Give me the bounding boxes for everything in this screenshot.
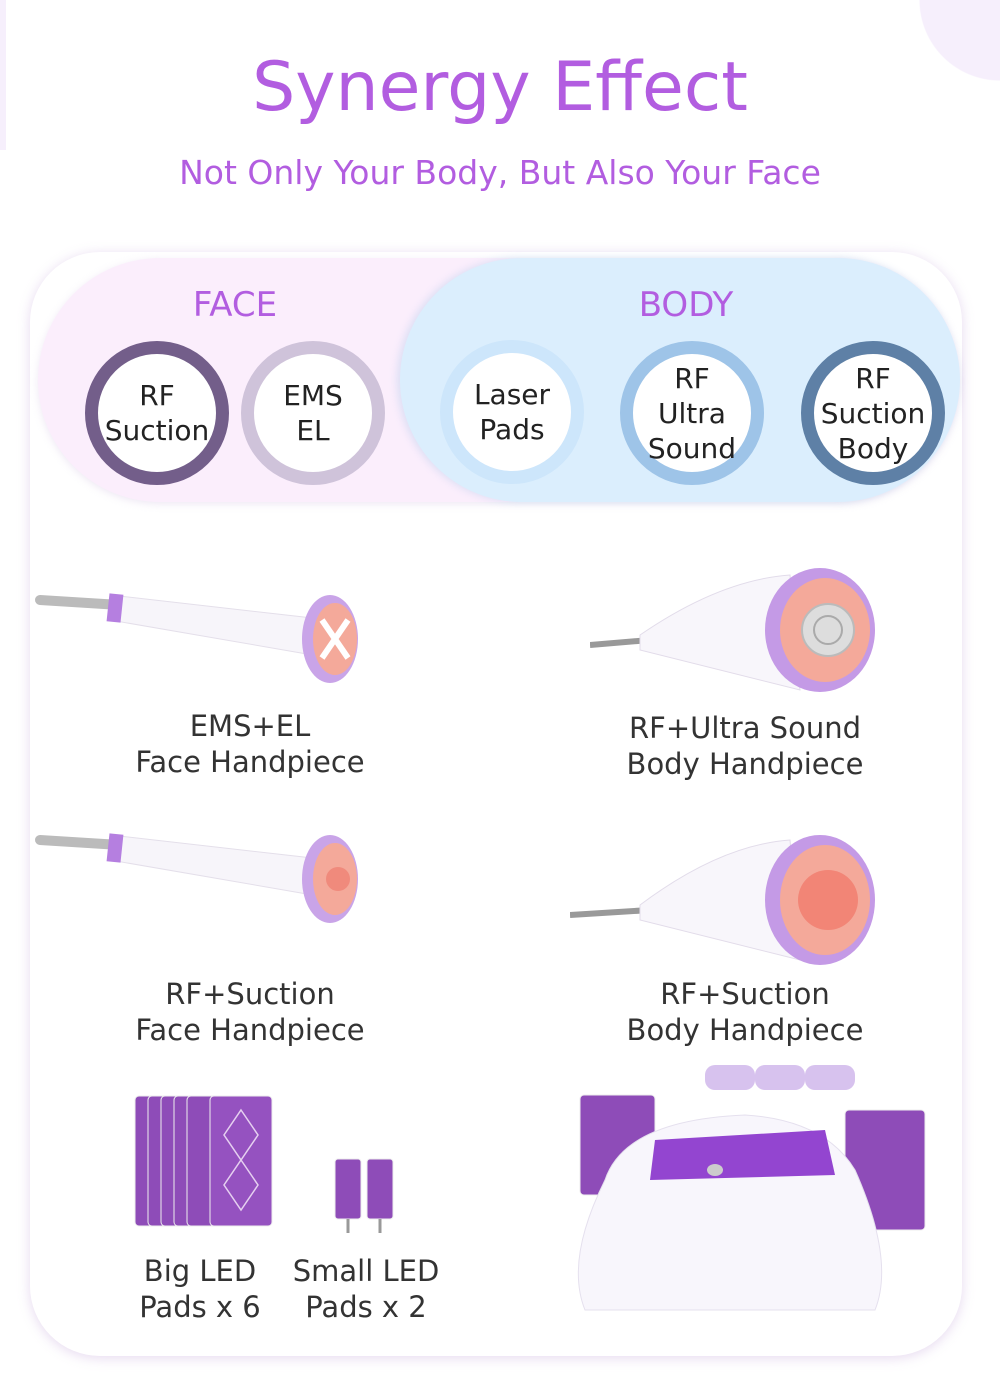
product-label-rf-suction-face: RF+Suction Face Handpiece	[135, 977, 365, 1047]
rf-suction-body-handpiece-image	[570, 835, 875, 965]
feature-ems-el: EMS EL	[241, 341, 385, 485]
decorative-corner	[900, 0, 1000, 100]
big-led-pads-image	[134, 1095, 273, 1227]
product-label-rf-suction-body: RF+Suction Body Handpiece	[626, 977, 864, 1047]
feature-laser-pads: Laser Pads	[440, 340, 584, 484]
rf-ultrasound-handpiece-image	[590, 568, 875, 692]
product-label-small-led-pads: Small LED Pads x 2	[292, 1254, 440, 1324]
product-label-ems-el: EMS+EL Face Handpiece	[135, 709, 365, 779]
page-subtitle: Not Only Your Body, But Also Your Face	[179, 153, 821, 192]
feature-rf-suction: RF Suction	[85, 341, 229, 485]
feature-rf-ultrasound: RF Ultra Sound	[620, 341, 764, 485]
decorative-edge	[0, 0, 6, 150]
small-led-pads-image	[334, 1158, 394, 1233]
face-label: FACE	[192, 285, 278, 325]
machine-image	[577, 1065, 926, 1311]
product-label-rf-ultrasound: RF+Ultra Sound Body Handpiece	[626, 711, 864, 781]
ems-el-handpiece-image	[35, 593, 358, 683]
rf-suction-face-handpiece-image	[35, 833, 358, 923]
feature-rf-suction-body: RF Suction Body	[801, 341, 945, 485]
product-label-big-led-pads: Big LED Pads x 6	[139, 1254, 261, 1324]
page-title: Synergy Effect	[252, 48, 748, 127]
body-label: BODY	[638, 285, 734, 325]
